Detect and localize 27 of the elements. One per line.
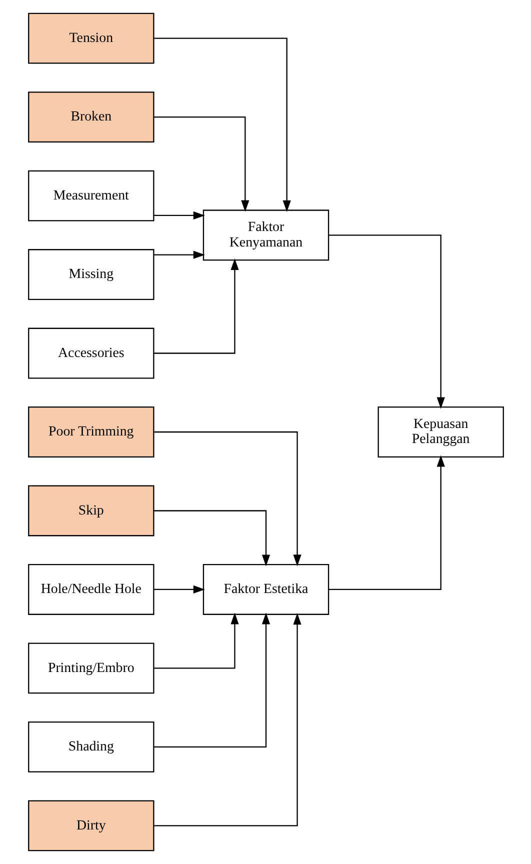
- node-box: Tension: [28, 12, 154, 64]
- node-box: Broken: [28, 92, 154, 143]
- node-box: Accessories: [28, 328, 154, 379]
- node-box: Kepuasan Pelanggan: [377, 406, 504, 458]
- node-box: Dirty: [28, 800, 154, 852]
- node-box: Measurement: [28, 170, 154, 222]
- arrow: [153, 258, 238, 354]
- arrow: [154, 431, 301, 566]
- arrow: [154, 38, 290, 212]
- arrow: [153, 612, 238, 669]
- node-box: Faktor Kenyamanan: [202, 210, 329, 261]
- arrow: [153, 250, 204, 259]
- node-box: Faktor Estetika: [202, 564, 329, 615]
- node-box: Hole/Needle Hole: [28, 564, 154, 615]
- arrow: [328, 234, 444, 409]
- arrow: [153, 612, 270, 748]
- node-box: Printing/Embro: [28, 642, 154, 694]
- node-box: Missing: [28, 249, 154, 300]
- arrow: [153, 116, 249, 212]
- arrow: [154, 613, 301, 826]
- node-box: Shading: [28, 721, 154, 772]
- arrow: [328, 455, 444, 590]
- arrow: [153, 510, 270, 566]
- node-box: Skip: [28, 485, 154, 536]
- node-box: Poor Trimming: [28, 406, 154, 458]
- arrow: [153, 211, 204, 220]
- arrow: [153, 585, 204, 594]
